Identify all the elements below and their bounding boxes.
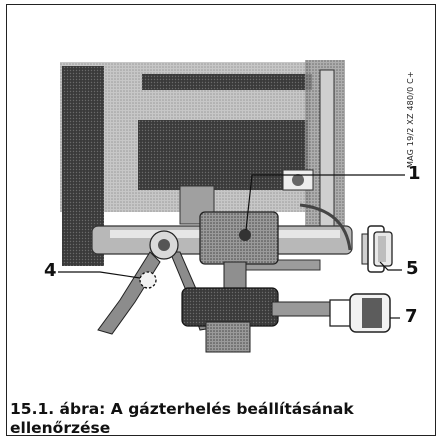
connector-part7 xyxy=(329,293,391,333)
figure-caption: 15.1. ábra: A gázterhelés beállításának … xyxy=(10,400,430,438)
reference-code: MAG 19/2 XZ 480/0 C+ xyxy=(406,71,415,168)
measuring-nipple-marker xyxy=(139,271,157,289)
callout-leaders xyxy=(58,174,405,319)
caption-number: 15.1. ábra: xyxy=(10,400,106,418)
callout-1: 1 xyxy=(408,163,421,184)
callout-5: 5 xyxy=(406,258,419,279)
caption-title: A gázterhelés beállításának ellenőrzése xyxy=(10,400,354,437)
callout-7: 7 xyxy=(405,306,418,327)
figure-frame xyxy=(6,4,436,436)
callout-4: 4 xyxy=(44,260,57,281)
adjusting-cap-part5 xyxy=(361,225,393,273)
regulator-block xyxy=(181,287,343,353)
